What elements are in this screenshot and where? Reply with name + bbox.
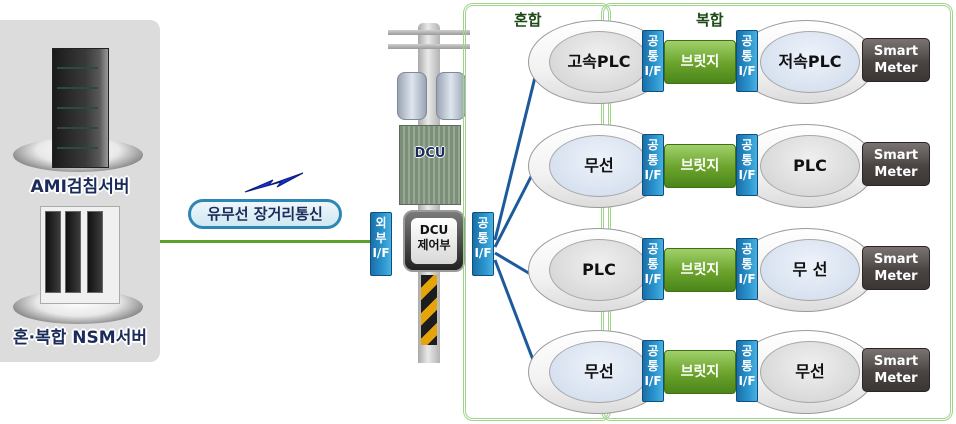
bridge-block: 브릿지 xyxy=(664,350,736,394)
server-rack-icon xyxy=(52,48,109,168)
composite-group-title: 복합 xyxy=(696,11,724,29)
lightning-icon xyxy=(244,172,304,193)
mixed-group-frame xyxy=(463,3,611,421)
ami-server-label: AMI검침서버 xyxy=(30,177,130,197)
pole-crossarm xyxy=(388,44,470,49)
fan-out-lines xyxy=(493,64,540,374)
transformer-icon xyxy=(397,72,427,120)
left-network-label: 무선 xyxy=(549,341,649,403)
long-distance-comm-label: 유무선 장거리통신 xyxy=(188,199,342,229)
fan-line-1 xyxy=(493,64,540,241)
mixed-group-title: 혼합 xyxy=(514,11,542,29)
dcu-controller: DCU 제어부 xyxy=(403,210,465,272)
right-network-label: PLC xyxy=(760,135,860,197)
pole-hazard-stripe xyxy=(421,275,437,345)
dcu-enclosure: DCU xyxy=(399,125,461,205)
right-network-label: 무선 xyxy=(760,341,860,403)
fan-line-3 xyxy=(494,251,533,277)
bridge-block: 브릿지 xyxy=(664,144,736,188)
right-network-label: 무 선 xyxy=(760,239,860,301)
fan-line-2 xyxy=(493,166,538,248)
bridge-block: 브릿지 xyxy=(664,248,736,292)
left-network-label: PLC xyxy=(549,239,649,301)
nsm-server-label: 혼·복합 NSM서버 xyxy=(13,328,147,348)
bridge-block: 브릿지 xyxy=(664,40,736,84)
common-if-tab: 공 통 I/F xyxy=(472,212,494,276)
server-cabinet-icon xyxy=(40,206,120,304)
server-panel: AMI검침서버 혼·복합 NSM서버 xyxy=(0,20,160,362)
external-if-tab: 외 부 I/F xyxy=(370,212,392,276)
left-network-label: 고속PLC xyxy=(549,31,649,93)
transformer-icon xyxy=(436,72,466,120)
pole-crossarm xyxy=(388,30,470,35)
wired-link-line xyxy=(160,240,370,243)
right-network-label: 저속PLC xyxy=(760,31,860,93)
dcu-label: DCU xyxy=(414,146,446,161)
dcu-controller-line2: 제어부 xyxy=(417,238,451,252)
left-network-label: 무선 xyxy=(549,135,649,197)
fan-line-4 xyxy=(493,259,540,374)
dcu-controller-line1: DCU xyxy=(419,223,449,237)
composite-group-frame xyxy=(601,3,953,421)
